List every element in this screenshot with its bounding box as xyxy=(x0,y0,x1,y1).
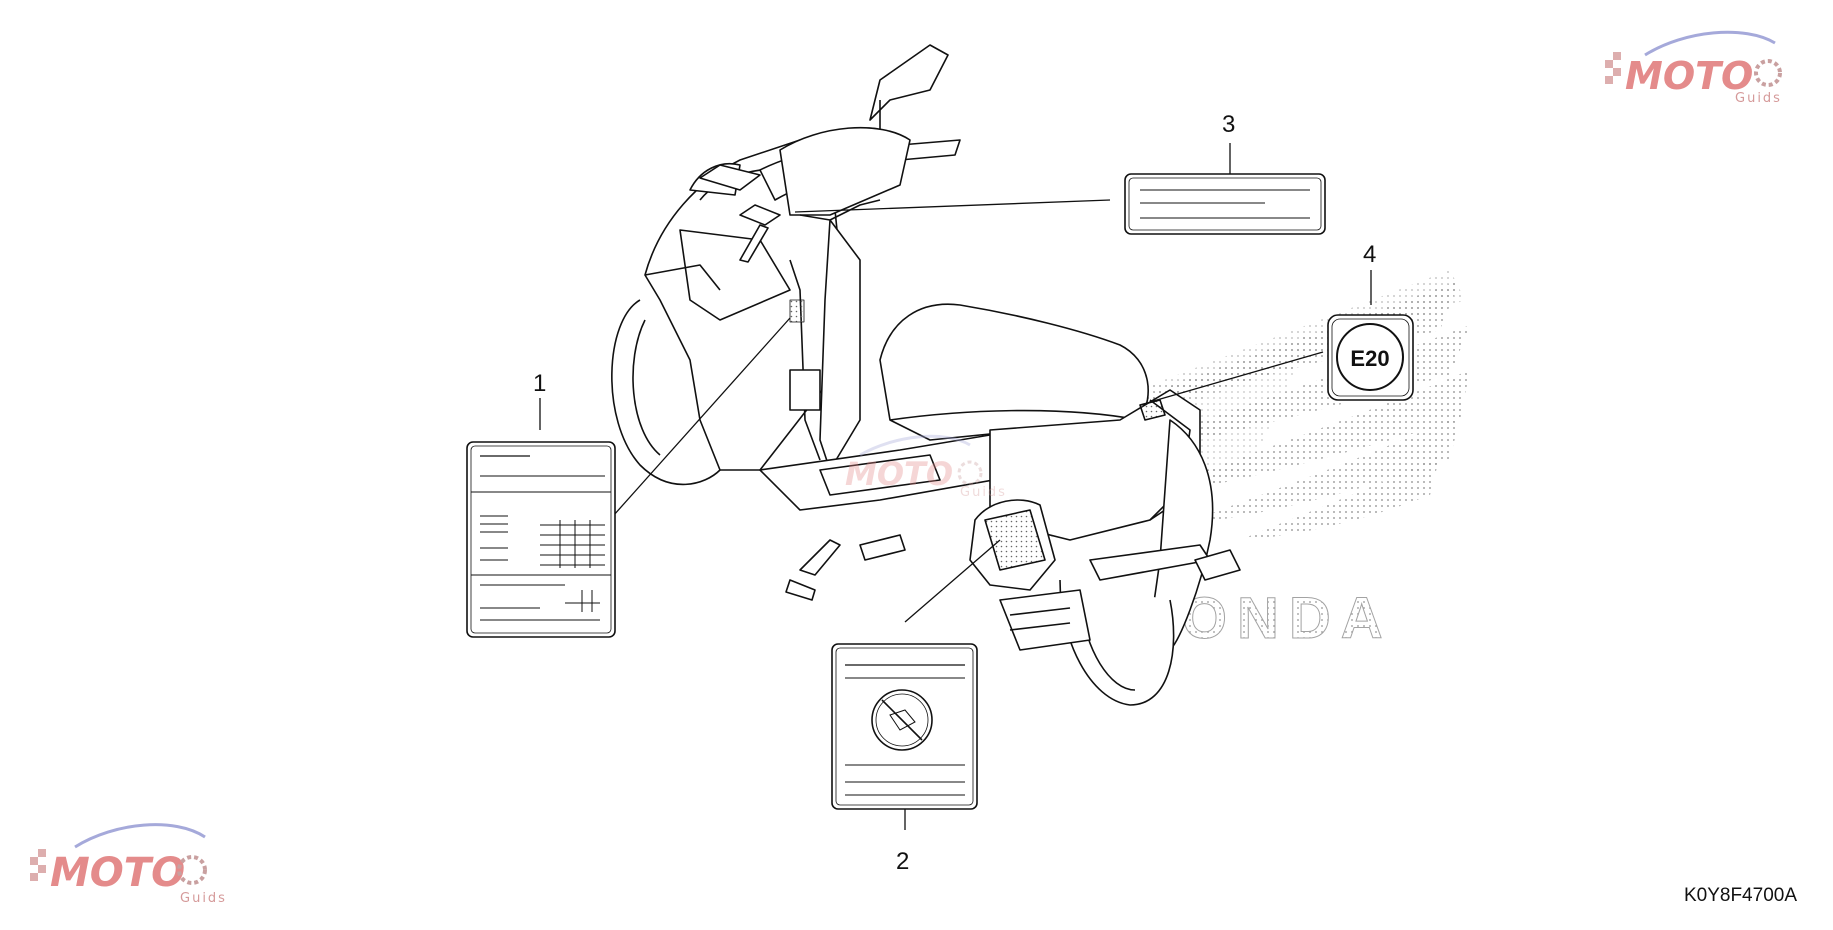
callout-number-4: 4 xyxy=(1363,241,1376,268)
label-2-no-modification xyxy=(831,643,978,810)
logo-brand-bottom: MOTO xyxy=(50,850,185,896)
leader-lines xyxy=(539,143,1372,830)
fuel-e20-text: E20 xyxy=(1350,346,1389,371)
callout-number-1: 1 xyxy=(533,370,546,397)
logo-sub-top: Guids xyxy=(1735,91,1782,106)
logo-brand-top: MOTO xyxy=(1625,54,1753,98)
logo-brand-center: MOTO xyxy=(845,455,953,493)
label-4-fuel-e20: E20 xyxy=(1327,314,1414,401)
logo-sub-bottom: Guids xyxy=(180,891,227,906)
callout-number-3: 3 xyxy=(1222,111,1235,138)
moto-guids-logo-center: MOTO Guids xyxy=(845,434,1007,500)
logo-sub-center: Guids xyxy=(960,485,1007,500)
callout-number-2: 2 xyxy=(896,848,909,875)
diagram-code: K0Y8F4700A xyxy=(1683,885,1797,906)
label-1-caution xyxy=(466,441,616,638)
scooter-illustration xyxy=(611,44,1241,706)
fuel-e20-icon xyxy=(1336,323,1404,391)
moto-guids-logo-bottom: MOTO Guids xyxy=(30,823,227,906)
moto-guids-logo-top: MOTO Guids xyxy=(1605,30,1782,106)
label-3-info xyxy=(1124,173,1326,235)
